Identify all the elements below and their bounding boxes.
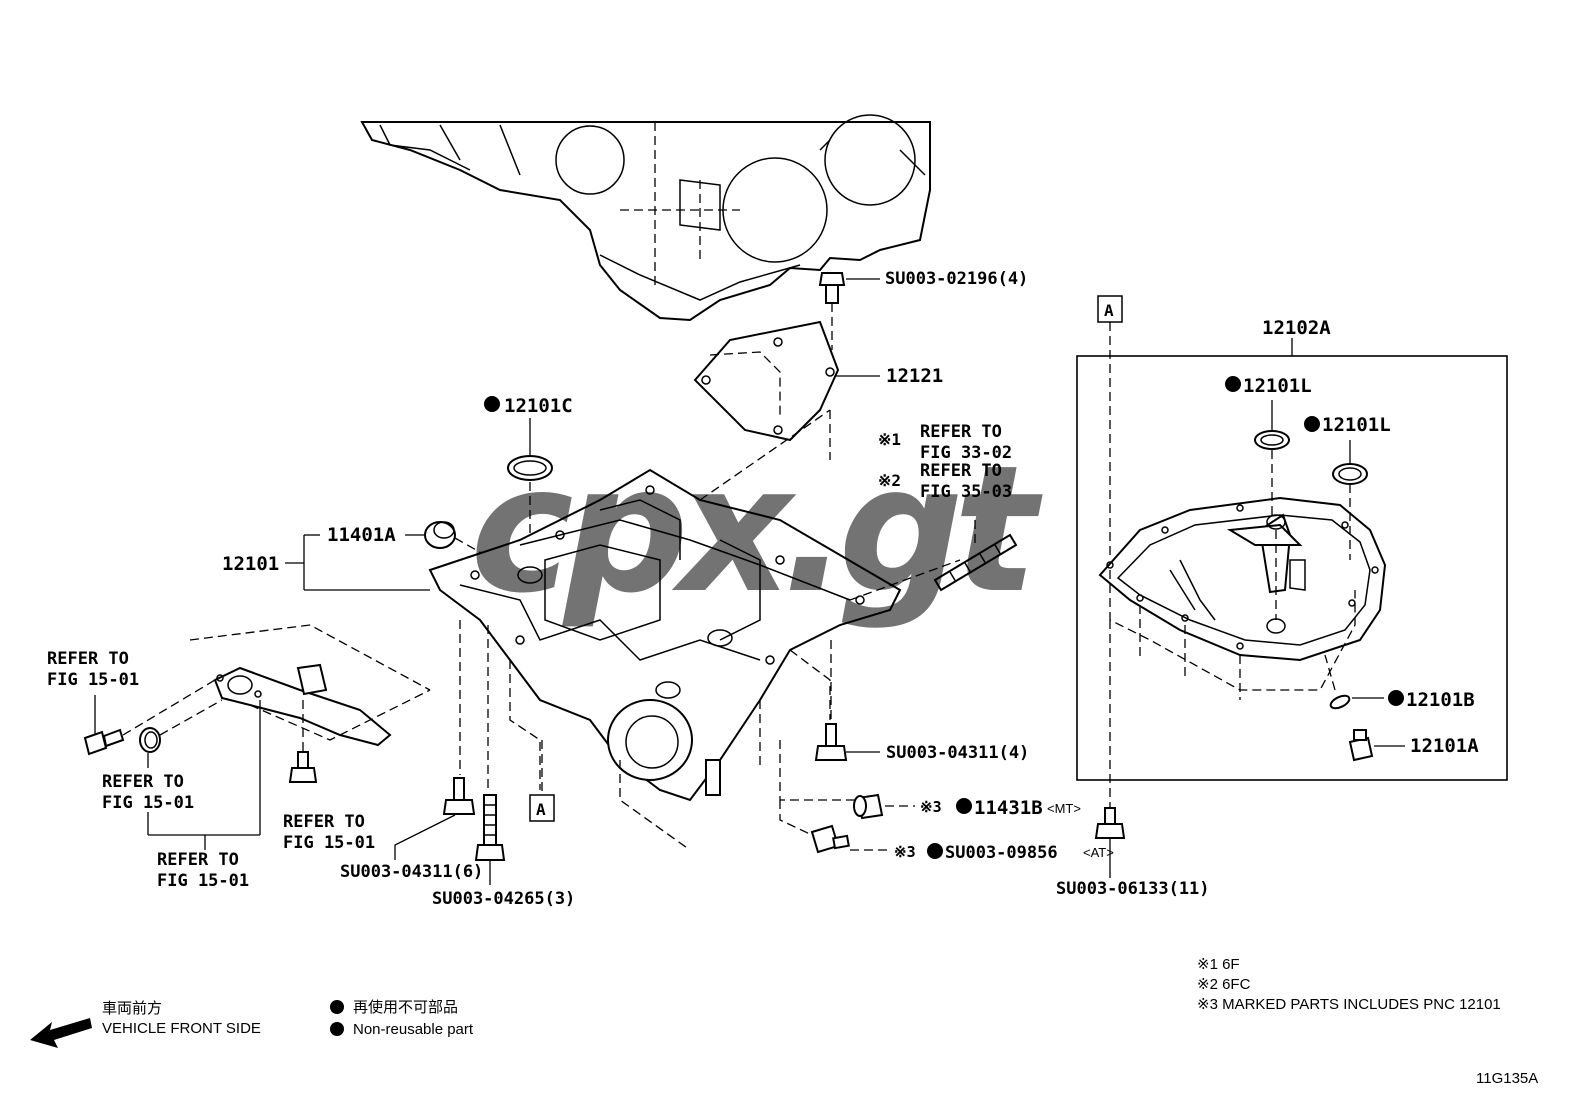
- refer-fig-35-03: FIG 35-03: [920, 482, 1012, 502]
- label-su003-04311-4: SU003-04311(4): [886, 743, 1029, 763]
- refer-to-label-b: REFER TO: [102, 772, 184, 792]
- note-mark-2: ※2: [878, 471, 901, 490]
- refer-to-label-d: REFER TO: [283, 812, 365, 832]
- label-su003-09856: SU003-09856: [945, 843, 1058, 863]
- box-a-upper-text: A: [1104, 301, 1114, 320]
- nonreusable-dot-icon-2: [330, 1022, 344, 1036]
- label-su003-04311-6: SU003-04311(6): [340, 862, 483, 882]
- nonreusable-dot-icon-1: [330, 1000, 344, 1014]
- label-12102a: 12102A: [1262, 317, 1331, 339]
- figure-code: 11G135A: [1476, 1070, 1538, 1087]
- label-su003-04265-3: SU003-04265(3): [432, 889, 575, 909]
- legend-front-en: VEHICLE FRONT SIDE: [102, 1020, 261, 1037]
- nonreusable-dot-11431b: [956, 798, 972, 814]
- bolt-su003-04311-6: [394, 777, 476, 860]
- gasket-12101b: [1324, 654, 1404, 710]
- label-11401a: 11401A: [327, 524, 396, 546]
- legend-front-jp: 車両前方: [102, 1000, 162, 1017]
- label-12101a: 12101A: [1410, 735, 1479, 757]
- label-12101l-2: 12101L: [1322, 414, 1391, 436]
- reference-box-a-lower: [529, 740, 555, 822]
- label-12101b: 12101B: [1406, 689, 1475, 711]
- refer-fig-33-02: FIG 33-02: [920, 443, 1012, 463]
- note-1: ※1 6F: [1197, 956, 1240, 973]
- oring-12101c: [484, 396, 553, 560]
- refer-fig-a: FIG 15-01: [47, 670, 139, 690]
- legend-nonreuse-jp: 再使用不可部品: [353, 999, 458, 1016]
- strainer-bolt: [83, 679, 216, 756]
- refer-to-label-1: REFER TO: [920, 422, 1002, 442]
- bolt-su003-02196: [818, 272, 880, 350]
- note-mark-3a: ※3: [920, 798, 942, 816]
- bolt-su003-06133: [1094, 807, 1126, 878]
- refer-fig-c: FIG 15-01: [157, 871, 249, 891]
- bolt-su003-09856: [779, 800, 890, 854]
- note-mark-3b: ※3: [894, 843, 916, 861]
- engine-block-outline: [360, 114, 931, 322]
- note-mark-1: ※1: [878, 430, 901, 449]
- strainer-gasket: [139, 699, 223, 768]
- watermark: cpx.gt: [470, 429, 1044, 632]
- note-2: ※2 6FC: [1197, 976, 1251, 993]
- label-11431b: 11431B: [974, 797, 1043, 819]
- strainer-nut: [288, 700, 318, 783]
- label-12101c: 12101C: [504, 395, 573, 417]
- baffle-plate-12121: [693, 320, 880, 460]
- gasket-12101l-1: [1225, 376, 1290, 620]
- stud-bolt-reference: [933, 520, 1018, 592]
- legend-nonreuse-en: Non-reusable part: [353, 1021, 474, 1038]
- reference-box-a-upper: [1097, 295, 1123, 808]
- label-mt: <MT>: [1047, 801, 1081, 816]
- oil-strainer-assembly: [189, 624, 431, 747]
- label-12101l-1: 12101L: [1243, 375, 1312, 397]
- refer-bracket-c: [147, 700, 261, 850]
- front-arrow-icon: [30, 1018, 92, 1048]
- bolt-su003-04265-3: [474, 794, 506, 885]
- note-3: ※3 MARKED PARTS INCLUDES PNC 12101: [1197, 996, 1501, 1013]
- label-12101-bracket: [285, 534, 430, 591]
- refer-fig-b: FIG 15-01: [102, 793, 194, 813]
- refer-to-label-2: REFER TO: [920, 461, 1002, 481]
- label-12121: 12121: [886, 365, 943, 387]
- refer-to-label-a: REFER TO: [47, 649, 129, 669]
- plug-11401a: [405, 521, 486, 556]
- refer-fig-d: FIG 15-01: [283, 833, 375, 853]
- refer-to-label-c: REFER TO: [157, 850, 239, 870]
- oil-pan-no2-12102a: [1098, 496, 1387, 700]
- box-a-lower-text: A: [536, 800, 546, 819]
- gasket-12101l-2: [1304, 416, 1368, 560]
- plug-12101a: [1348, 729, 1405, 762]
- label-12101: 12101: [222, 553, 279, 575]
- nonreusable-dot-09856: [927, 843, 943, 859]
- label-su003-02196: SU003-02196(4): [885, 269, 1028, 289]
- label-at: <AT>: [1083, 845, 1114, 860]
- oil-pan-subassembly-12101: [428, 409, 961, 851]
- bolt-su003-04311-4: [814, 640, 880, 761]
- label-su003-06133: SU003-06133(11): [1056, 879, 1210, 899]
